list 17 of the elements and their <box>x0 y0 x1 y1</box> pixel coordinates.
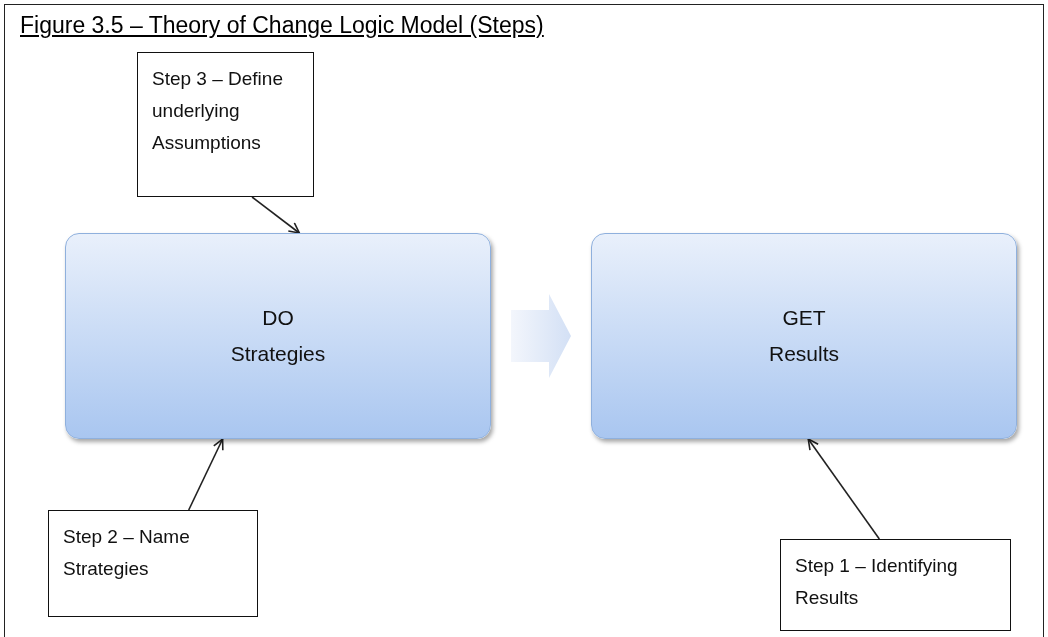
step-note-box <box>137 52 314 197</box>
box-text: Strategies <box>230 342 326 366</box>
block-arrow <box>511 294 571 378</box>
note-text: Step 1 – Identifying Results <box>795 554 959 610</box>
box-heading: DO <box>262 306 294 330</box>
box-text: Results <box>769 342 839 366</box>
step-note-box <box>780 539 1011 631</box>
step-note-box <box>48 510 258 617</box>
process-box <box>591 233 1017 439</box>
arrow <box>251 196 301 234</box>
process-box <box>65 233 491 439</box>
arrow <box>807 438 881 540</box>
box-heading: GET <box>782 306 826 330</box>
note-text: Step 2 – Name Strategies <box>63 525 191 581</box>
figure-title: Figure 3.5 – Theory of Change Logic Model (Steps) <box>20 12 544 39</box>
arrow <box>187 438 224 511</box>
note-text: Step 3 – Define underlying Assumptions <box>152 67 284 155</box>
